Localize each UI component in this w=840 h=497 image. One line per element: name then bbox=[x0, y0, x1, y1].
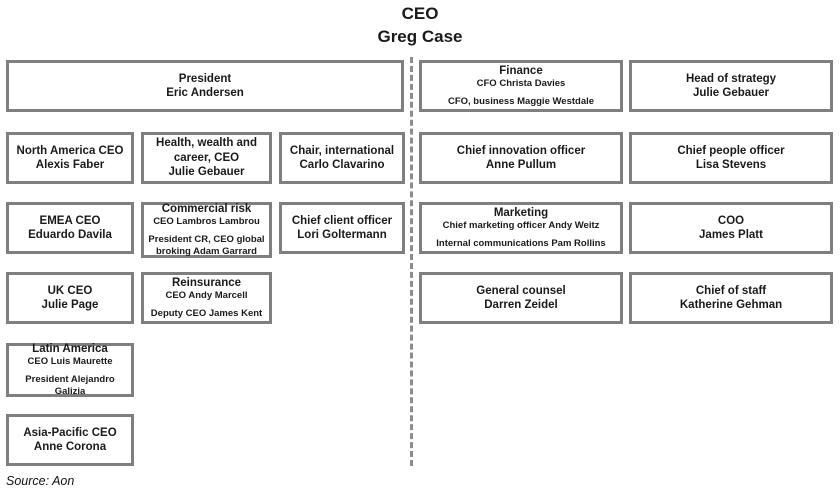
node-sub: James Platt bbox=[699, 229, 763, 241]
node-general-counsel[interactable]: General counsel Darren Zeidel bbox=[419, 272, 623, 324]
node-chief-people-officer[interactable]: Chief people officer Lisa Stevens bbox=[629, 132, 833, 184]
node-title: UK CEO bbox=[47, 284, 93, 297]
node-title: Chief of staff bbox=[695, 284, 767, 297]
node-title: President bbox=[178, 72, 232, 85]
node-chair-international[interactable]: Chair, international Carlo Clavarino bbox=[279, 132, 405, 184]
node-sub-1: CEO Luis Maurette bbox=[27, 355, 113, 367]
node-sub-2: President CR, CEO global broking Adam Ga… bbox=[148, 233, 265, 257]
node-sub: Lori Goltermann bbox=[297, 229, 387, 241]
node-sub-1: CEO Andy Marcell bbox=[165, 289, 248, 301]
node-sub: Alexis Faber bbox=[35, 159, 105, 171]
node-sub: Darren Zeidel bbox=[484, 299, 558, 311]
node-sub-2: Deputy CEO James Kent bbox=[150, 307, 263, 319]
node-health-wealth-career-ceo[interactable]: Health, wealth and career, CEO Julie Geb… bbox=[141, 132, 272, 184]
node-marketing[interactable]: Marketing Chief marketing officer Andy W… bbox=[419, 202, 623, 254]
node-head-of-strategy[interactable]: Head of strategy Julie Gebauer bbox=[629, 60, 833, 112]
node-sub-1: CEO Lambros Lambrou bbox=[153, 215, 260, 227]
node-sub-1: CFO Christa Davies bbox=[476, 77, 566, 89]
node-chief-innovation-officer[interactable]: Chief innovation officer Anne Pullum bbox=[419, 132, 623, 184]
node-sub: Anne Corona bbox=[33, 441, 107, 453]
node-finance[interactable]: Finance CFO Christa Davies CFO, business… bbox=[419, 60, 623, 112]
node-title: Latin America bbox=[32, 342, 108, 355]
page-title: CEO Greg Case bbox=[0, 2, 840, 48]
node-asia-pacific-ceo[interactable]: Asia-Pacific CEO Anne Corona bbox=[6, 414, 134, 466]
node-title: Finance bbox=[499, 64, 543, 77]
page-title-name: Greg Case bbox=[377, 27, 463, 46]
node-president[interactable]: President Eric Andersen bbox=[6, 60, 404, 112]
node-sub: Julie Gebauer bbox=[692, 87, 770, 99]
node-sub: Eduardo Davila bbox=[28, 229, 112, 241]
node-chief-of-staff[interactable]: Chief of staff Katherine Gehman bbox=[629, 272, 833, 324]
node-commercial-risk[interactable]: Commercial risk CEO Lambros Lambrou Pres… bbox=[141, 202, 272, 258]
node-title: Commercial risk bbox=[161, 202, 252, 215]
node-sub-2: Internal communications Pam Rollins bbox=[436, 237, 606, 249]
node-title: Chief innovation officer bbox=[456, 144, 586, 157]
node-sub: Katherine Gehman bbox=[679, 299, 783, 311]
node-title: Reinsurance bbox=[171, 276, 242, 289]
node-latin-america[interactable]: Latin America CEO Luis Maurette Presiden… bbox=[6, 343, 134, 397]
node-sub-2: President Alejandro Galizia bbox=[25, 373, 115, 397]
node-uk-ceo[interactable]: UK CEO Julie Page bbox=[6, 272, 134, 324]
node-chief-client-officer[interactable]: Chief client officer Lori Goltermann bbox=[279, 202, 405, 254]
node-title: North America CEO bbox=[16, 144, 124, 157]
source-note: Source: Aon bbox=[6, 474, 75, 488]
node-sub: Julie Gebauer bbox=[168, 166, 245, 179]
node-title: Chief people officer bbox=[677, 144, 785, 157]
node-sub: Eric Andersen bbox=[166, 87, 244, 99]
node-sub: Anne Pullum bbox=[485, 159, 557, 171]
node-title: COO bbox=[717, 214, 745, 227]
node-sub-1: Chief marketing officer Andy Weitz bbox=[442, 219, 600, 231]
node-north-america-ceo[interactable]: North America CEO Alexis Faber bbox=[6, 132, 134, 184]
page-title-role: CEO bbox=[401, 4, 439, 23]
node-title: General counsel bbox=[476, 284, 566, 297]
node-title: EMEA CEO bbox=[39, 214, 101, 227]
node-emea-ceo[interactable]: EMEA CEO Eduardo Davila bbox=[6, 202, 134, 254]
node-title: Marketing bbox=[493, 206, 549, 219]
node-title: Asia-Pacific CEO bbox=[23, 426, 117, 439]
vertical-dashed-divider bbox=[410, 57, 413, 466]
node-title: Chief client officer bbox=[291, 214, 393, 227]
node-sub: Carlo Clavarino bbox=[299, 159, 385, 171]
node-reinsurance[interactable]: Reinsurance CEO Andy Marcell Deputy CEO … bbox=[141, 272, 272, 324]
node-coo[interactable]: COO James Platt bbox=[629, 202, 833, 254]
node-title: Health, wealth and career, CEO bbox=[156, 137, 257, 164]
node-sub: Lisa Stevens bbox=[695, 159, 767, 171]
node-title: Chair, international bbox=[289, 144, 395, 157]
node-title: Head of strategy bbox=[685, 72, 777, 85]
node-sub: Julie Page bbox=[41, 299, 99, 311]
node-sub-2: CFO, business Maggie Westdale bbox=[447, 95, 595, 107]
